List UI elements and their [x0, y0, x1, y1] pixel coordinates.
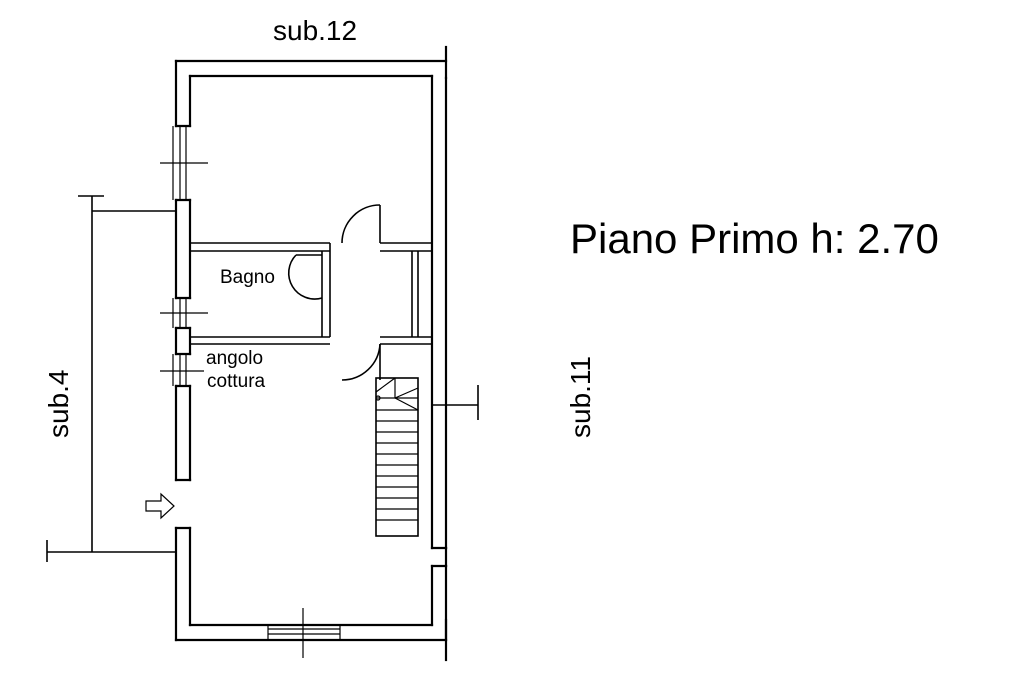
left-boundary — [46, 195, 176, 562]
left-windows — [160, 126, 208, 386]
neighbour-right-label: sub.11 — [565, 356, 596, 438]
entrance-arrow-icon — [145, 492, 175, 520]
bottom-window — [267, 608, 341, 658]
room-label-bathroom: Bagno — [220, 267, 275, 288]
room-label-kitchenette-line1: angolo — [206, 348, 263, 369]
interior-walls — [190, 242, 432, 345]
neighbour-top-label: sub.12 — [273, 15, 357, 46]
outer-walls — [174, 45, 448, 662]
page-title: Piano Primo h: 2.70 — [570, 215, 939, 262]
room-label-kitchenette-line2: cottura — [207, 371, 266, 392]
right-divider — [432, 385, 479, 420]
neighbour-left-label: sub.4 — [43, 370, 74, 439]
doors — [287, 204, 381, 381]
staircase-icon — [375, 377, 419, 537]
